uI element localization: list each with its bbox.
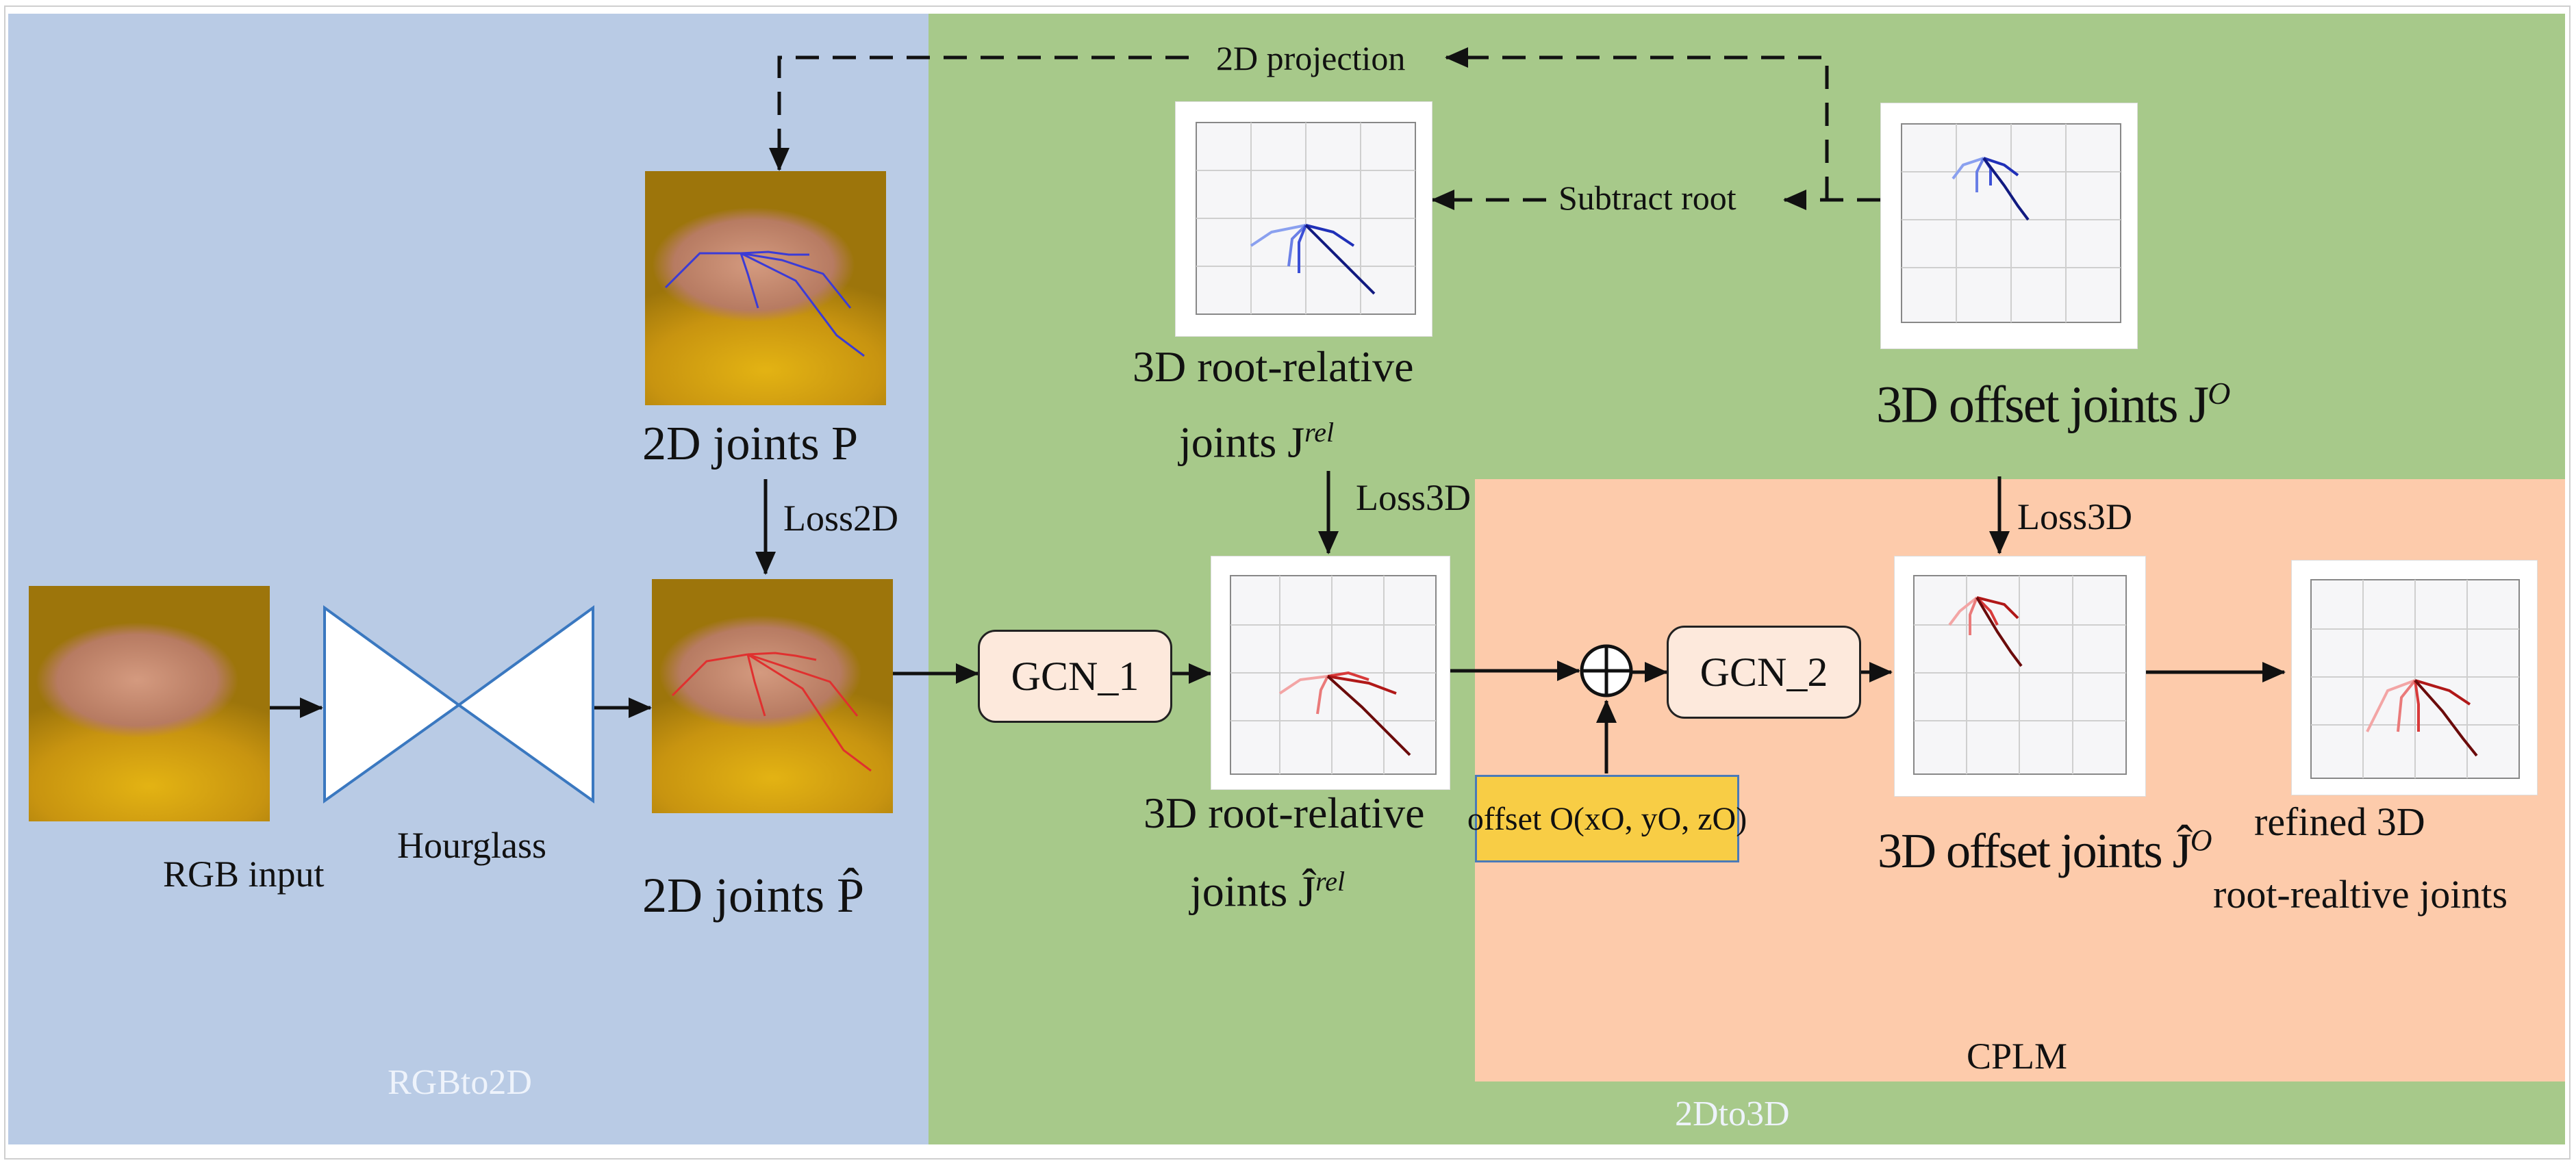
loss2d-label: Loss2D (783, 498, 899, 539)
root-relative-pred-sup: rel (1315, 866, 1346, 897)
2dto3d-label: 2Dto3D (1675, 1094, 1790, 1134)
rgb-input-label: RGB input (163, 854, 325, 895)
2d-joints-p-image (645, 171, 886, 405)
hourglass-label: Hourglass (397, 825, 547, 866)
2d-projection-label: 2D projection (1216, 39, 1406, 77)
offset-joints-pred-label: 3D offset joints ĴO (1878, 823, 2212, 878)
2d-joints-p-label: 2D joints P (642, 418, 859, 470)
plot-root-relative-gt (1175, 101, 1432, 337)
gcn1-block: GCN_1 (978, 630, 1172, 723)
cplm-label: CPLM (1967, 1036, 2068, 1077)
offset-box: offset O(xO, yO, zO) (1467, 775, 1747, 862)
offset-box-label: offset O(xO, yO, zO) (1467, 800, 1747, 837)
plot-offset-gt (1880, 103, 2138, 349)
root-relative-gt-label-line2: joints Jrel (1179, 417, 1335, 467)
loss3d-label-a: Loss3D (1356, 477, 1472, 518)
subtract-root-label: Subtract root (1558, 179, 1737, 217)
dash-projection-top (769, 55, 1189, 171)
refined-label-line1: refined 3D (2254, 799, 2425, 844)
offset-joints-pred-sup: O (2190, 823, 2212, 857)
2d-joints-phat-label: 2D joints P̂ (642, 868, 865, 923)
dash-projection-right (1445, 47, 1829, 200)
root-relative-pred-label-line2: joints Ĵrel (1190, 866, 1346, 916)
offset-joints-gt-sup: O (2208, 376, 2230, 411)
rgb-input-image (29, 586, 270, 821)
2d-joints-phat-image (652, 579, 893, 813)
root-relative-gt-sup: rel (1304, 417, 1335, 448)
root-relative-pred-label-line1: 3D root-relative (1144, 789, 1425, 837)
offset-joints-gt-label: 3D offset joints JO (1876, 376, 2230, 434)
plot-offset-pred (1894, 556, 2146, 797)
loss3d-label-b: Loss3D (2017, 496, 2133, 537)
hourglass-shape (323, 605, 462, 804)
rgbto2d-label: RGBto2D (388, 1063, 532, 1102)
gcn2-block: GCN_2 (1667, 626, 1861, 719)
root-relative-gt-label-line1: 3D root-relative (1133, 342, 1414, 391)
plot-root-relative-pred (1211, 556, 1450, 790)
outer-border (4, 5, 2571, 1160)
plot-refined (2291, 560, 2538, 795)
refined-label-line2: root-realtive joints (2213, 872, 2508, 917)
